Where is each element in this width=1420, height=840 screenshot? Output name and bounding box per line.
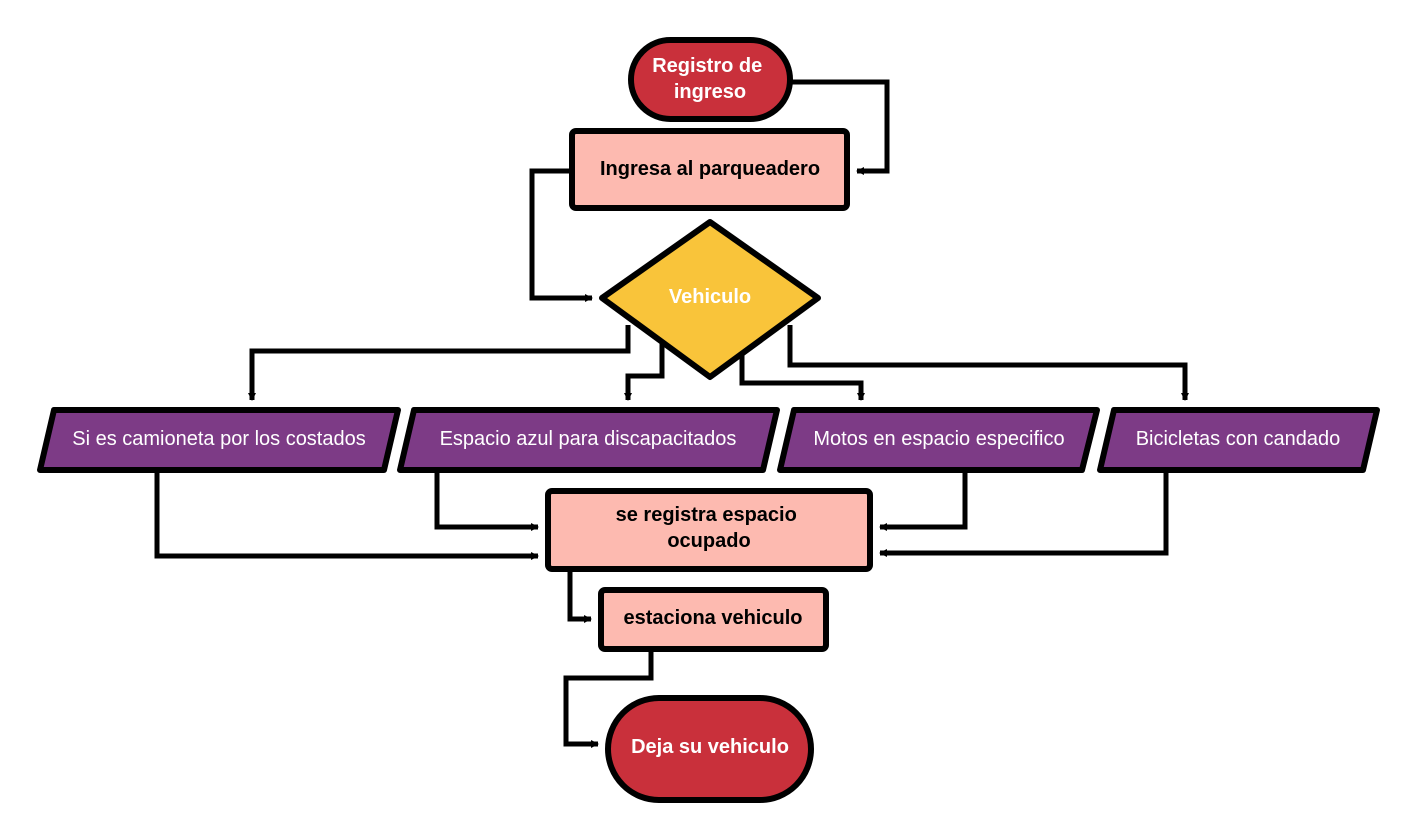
start-terminal-shape [628, 37, 793, 122]
connector-decision-to-disabled [624, 340, 665, 401]
register-label-line1: se registra espacio [616, 504, 797, 526]
option-bike-shape [1097, 407, 1380, 473]
start-label-line2: ingreso [674, 81, 746, 103]
park-process-shape [598, 587, 829, 652]
end-terminal-shape [605, 695, 814, 803]
option-moto-label: Motos en espacio especifico [813, 428, 1064, 450]
register-process-shape [545, 488, 873, 572]
connector-bike-to-register [879, 470, 1169, 557]
vehicle-decision-shape [599, 219, 821, 380]
connector-start-to-enter [790, 79, 890, 175]
enter-process-shape [569, 128, 850, 211]
start-terminal-label: Registro de ingreso [652, 55, 768, 103]
option-truck-shape [37, 407, 401, 473]
connector-register-to-park [567, 570, 592, 623]
connector-moto-to-register [879, 470, 968, 531]
park-process: estaciona vehiculo [598, 587, 829, 652]
park-process-label: estaciona vehiculo [624, 607, 803, 629]
vehicle-decision-label: Vehiculo [669, 286, 751, 308]
option-truck-label: Si es camioneta por los costados [72, 428, 366, 450]
option-bike: Bicicletas con candado [1097, 407, 1380, 473]
register-process-label: se registra espacio ocupado [616, 504, 803, 552]
option-moto-shape [777, 407, 1100, 473]
option-disabled-label: Espacio azul para discapacitados [440, 428, 737, 450]
connector-decision-to-bike [787, 325, 1189, 401]
enter-process: Ingresa al parqueadero [569, 128, 850, 211]
option-disabled-shape [397, 407, 780, 473]
register-label-line2: ocupado [667, 530, 750, 552]
option-disabled: Espacio azul para discapacitados [397, 407, 780, 473]
start-label-line1: Registro de [652, 55, 762, 77]
option-truck: Si es camioneta por los costados [37, 407, 401, 473]
register-process: se registra espacio ocupado [545, 488, 873, 572]
connector-decision-to-moto [739, 355, 865, 401]
connector-disabled-to-register [434, 470, 539, 531]
connector-decision-to-truck [248, 325, 631, 401]
end-terminal-label: Deja su vehiculo [631, 736, 789, 758]
option-moto: Motos en espacio especifico [777, 407, 1100, 473]
option-bike-label: Bicicletas con candado [1136, 428, 1341, 450]
vehicle-decision: Vehiculo [599, 219, 821, 380]
connectors [154, 79, 1189, 748]
end-terminal: Deja su vehiculo [605, 695, 814, 803]
connector-enter-to-decision [529, 168, 593, 302]
connector-park-to-end [563, 651, 654, 748]
connector-truck-to-register [154, 470, 539, 560]
enter-process-label: Ingresa al parqueadero [600, 158, 820, 180]
start-terminal: Registro de ingreso [628, 37, 793, 122]
